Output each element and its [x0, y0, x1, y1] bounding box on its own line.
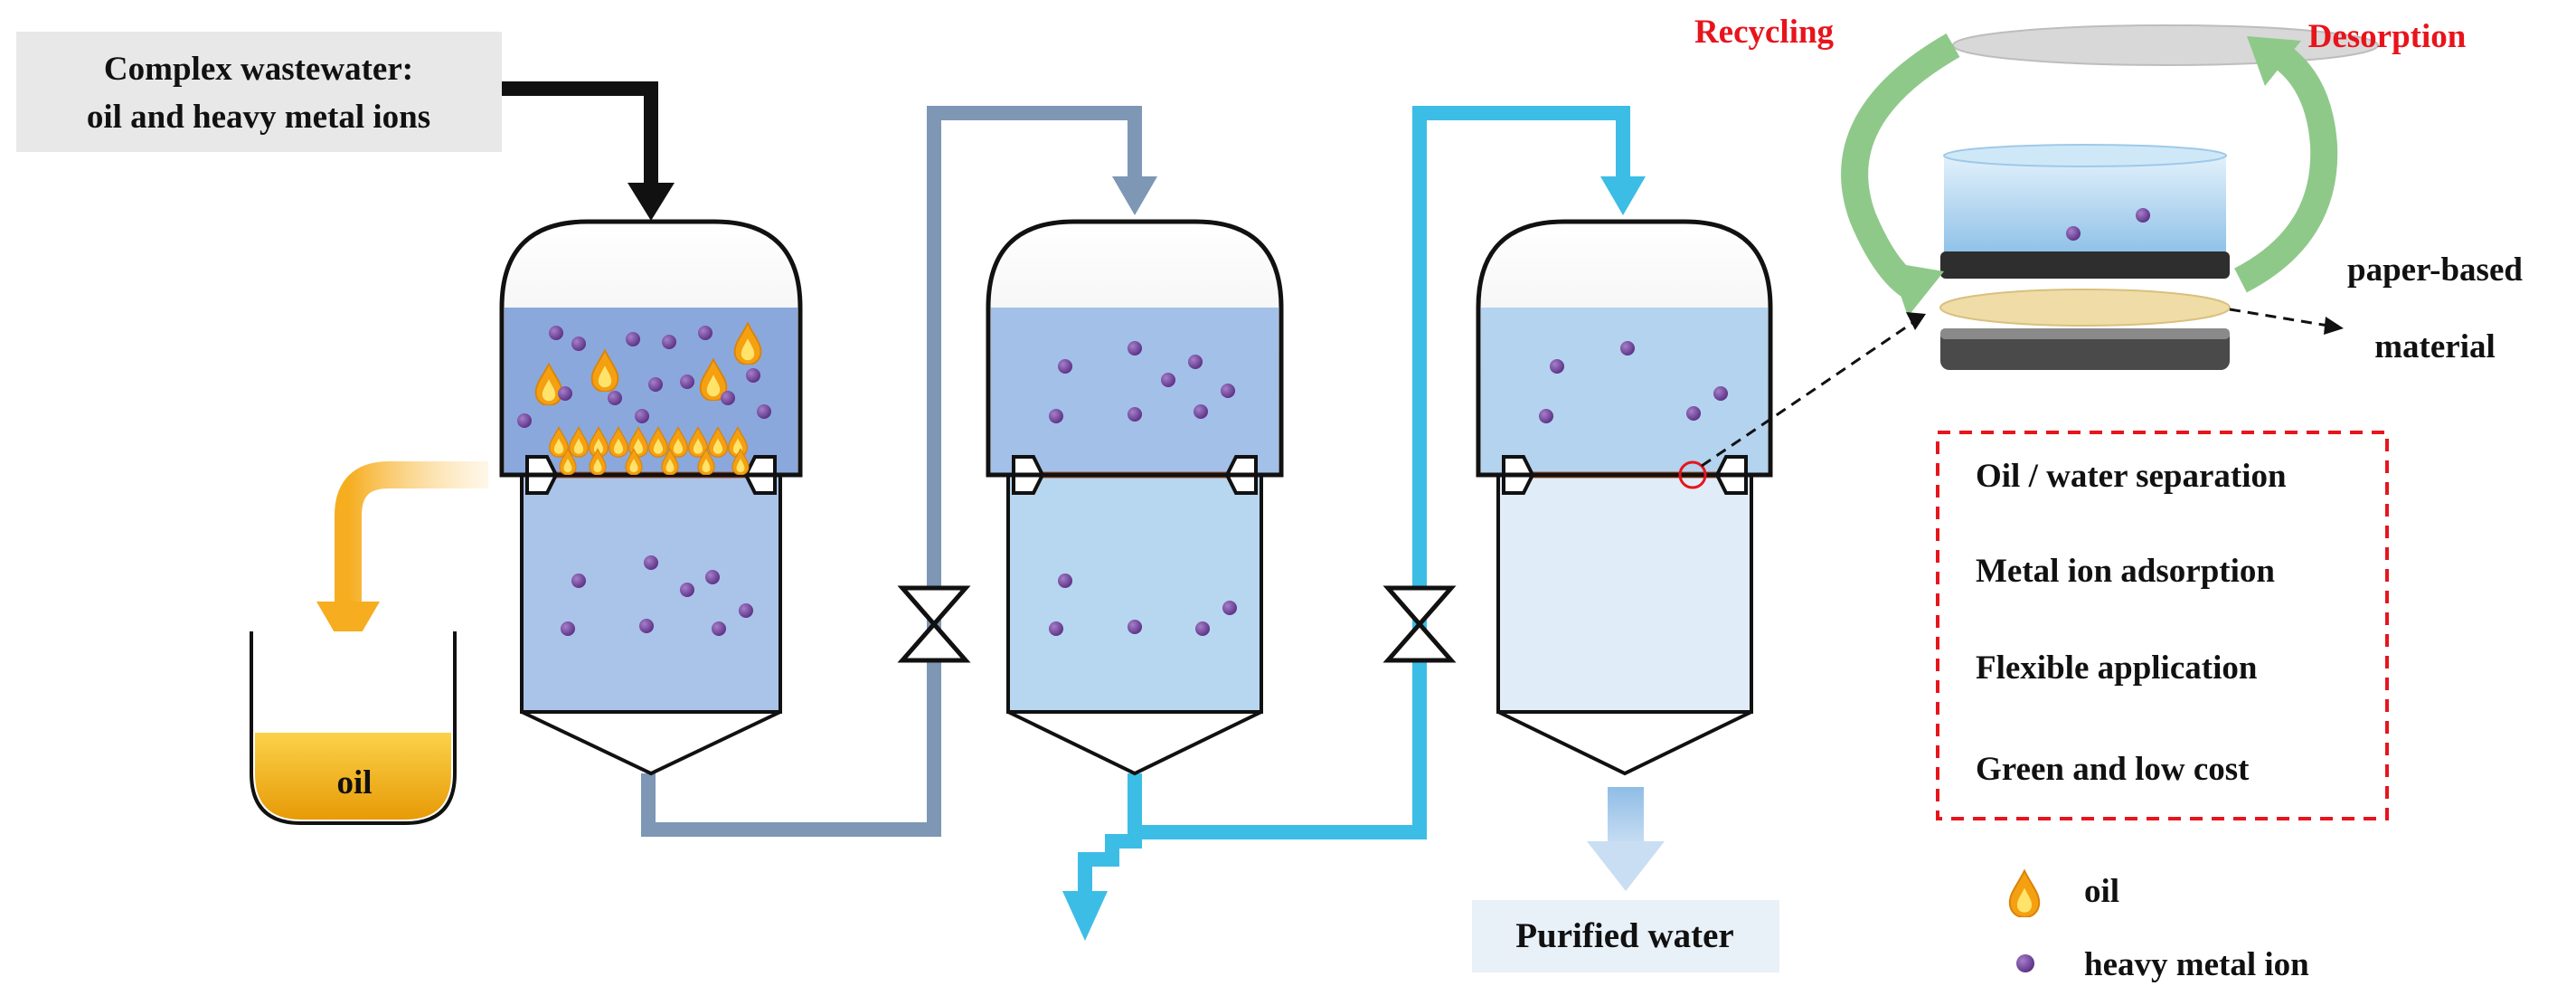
- oil-container-label: oil: [336, 764, 372, 801]
- tank-2: [986, 219, 1284, 776]
- material-label-line1: paper-based: [2347, 251, 2523, 289]
- heavy-metal-ion-icon: [2016, 954, 2034, 972]
- cycle-illustration: [1701, 24, 2379, 468]
- feature-item: Oil / water separation: [1976, 458, 2287, 495]
- ions-tank3: [1539, 341, 1728, 423]
- magnify-callout-line: [1701, 319, 1916, 468]
- adsorption-dish: [1940, 144, 2230, 279]
- oil-drop-icon: [2008, 869, 2041, 917]
- desorption-label: Desorption: [2308, 18, 2467, 55]
- inlet-arrow: [502, 81, 675, 221]
- legend-ion-label: heavy metal ion: [2084, 946, 2309, 983]
- input-label-line2: oil and heavy metal ions: [87, 99, 430, 136]
- recycling-label: Recycling: [1694, 14, 1835, 51]
- magnified-membrane-circle: [1678, 460, 1707, 489]
- purified-water-arrow: [1587, 787, 1665, 891]
- features-box: [1936, 431, 2389, 820]
- valve-2: [1382, 585, 1457, 663]
- purified-water-label: Purified water: [1515, 916, 1734, 955]
- legend: [2008, 869, 2041, 972]
- recycling-arrow: [1841, 33, 1960, 299]
- tank-1: [499, 219, 803, 776]
- ions-tank2: [1049, 341, 1237, 636]
- desorption-arrow: [2233, 43, 2338, 293]
- paper-based-material-disc: [1939, 289, 2231, 327]
- material-callout-line: [2229, 308, 2329, 327]
- legend-oil-label: oil: [2084, 873, 2119, 910]
- ions-tank1: [517, 326, 771, 636]
- pipe-tank2-to-tank3: [1062, 106, 1646, 941]
- feature-item: Metal ion adsorption: [1976, 553, 2275, 590]
- input-label-line1: Complex wastewater:: [104, 51, 413, 88]
- oil-stream-arrow: [316, 461, 488, 656]
- oil-container: [250, 631, 457, 825]
- material-label-line2: material: [2374, 328, 2496, 365]
- valve-1: [897, 585, 971, 663]
- pipe-tank1-to-tank2: [641, 106, 1157, 837]
- purified-water-label-box: [1472, 900, 1779, 972]
- input-label-box: [16, 32, 502, 152]
- feature-item: Flexible application: [1976, 649, 2258, 687]
- tank-3: [1476, 219, 1773, 776]
- feature-item: Green and low cost: [1976, 751, 2250, 788]
